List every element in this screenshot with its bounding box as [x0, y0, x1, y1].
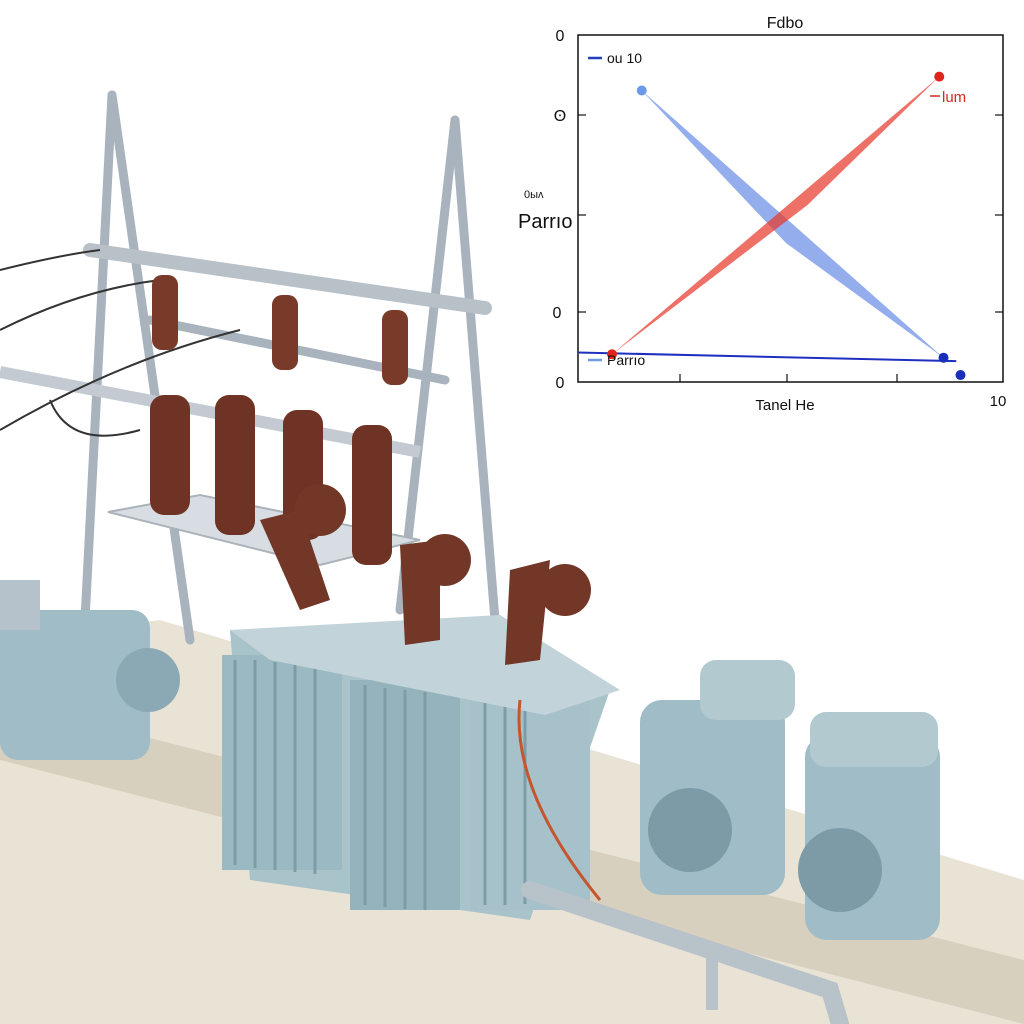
point-lum-1 — [934, 71, 945, 82]
annotation-lum: lum — [942, 89, 966, 106]
top-busbar — [83, 243, 492, 315]
pipe — [521, 881, 849, 1024]
y-tick-3: 0 — [556, 375, 565, 392]
left-motor — [0, 580, 180, 760]
transformer-bushings — [260, 484, 591, 665]
axis-ticks — [578, 114, 1003, 382]
chart-title: Fdbo — [767, 15, 804, 32]
y-axis-label-small: 0ыʌ — [524, 189, 544, 201]
point-ou-10-0 — [636, 85, 647, 96]
series-line-baseline — [577, 351, 957, 363]
upper-insulators — [152, 275, 408, 385]
plot-frame — [577, 34, 1004, 383]
y-tick-1: ʘ — [554, 108, 566, 125]
transformer — [222, 615, 620, 920]
cable — [517, 699, 602, 901]
legend-top: ou 10 — [588, 50, 642, 66]
point-lum-0 — [607, 349, 617, 360]
point-ou-10-2 — [955, 370, 966, 381]
y-tick-0: 0 — [556, 28, 565, 45]
legend-top-label: ou 10 — [607, 50, 642, 66]
legend-bottom: Parrıo — [588, 352, 645, 368]
legend-bottom-label: Parrıo — [607, 352, 645, 368]
surge-arresters — [150, 395, 392, 565]
x-axis-label: Tanel He — [755, 397, 814, 414]
x-tick-right: 10 — [990, 393, 1007, 410]
overhead-wires — [0, 249, 241, 437]
chart-marks — [577, 71, 966, 381]
y-tick-2: 0 — [553, 305, 562, 322]
area-lum — [612, 76, 940, 355]
right-motor-a — [640, 660, 795, 895]
mid-beam — [0, 366, 422, 458]
y-axis-label: Parrıo — [518, 211, 572, 233]
area-ou-10 — [641, 90, 944, 358]
steel-tower — [80, 90, 500, 645]
point-ou-10-1 — [938, 352, 949, 363]
right-motor-b — [798, 712, 940, 940]
